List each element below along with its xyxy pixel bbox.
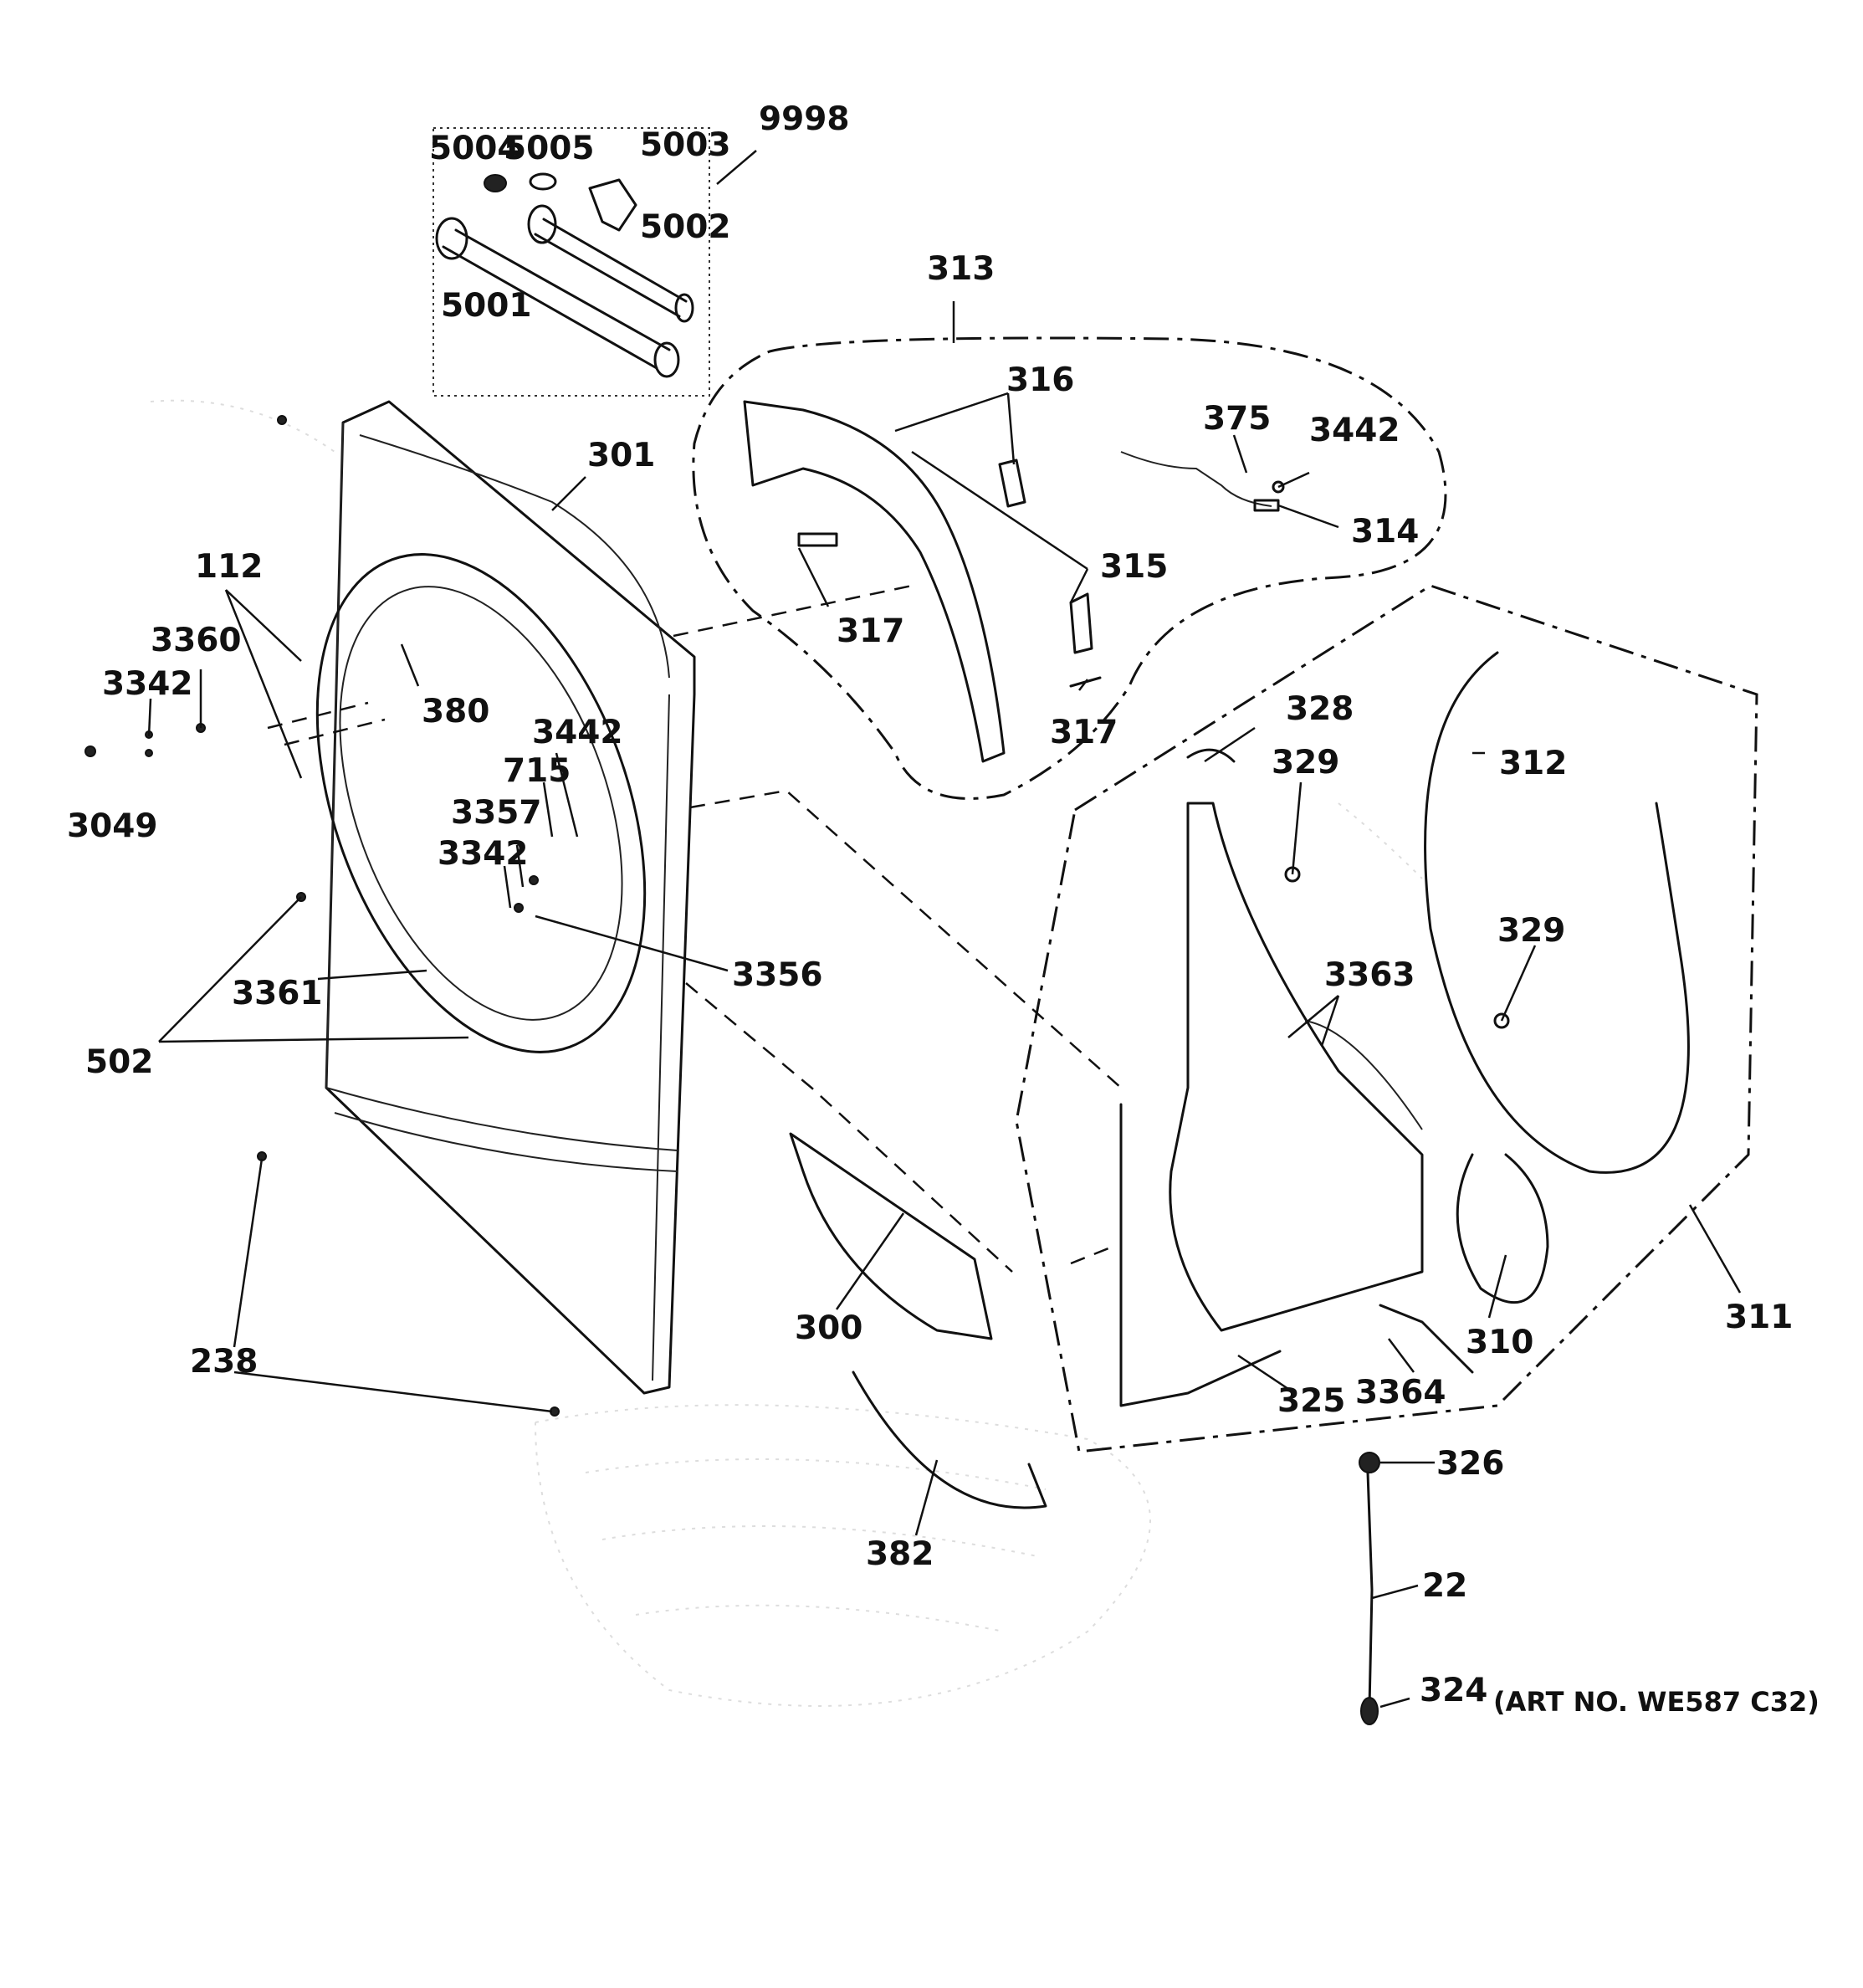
background-shading <box>150 399 1423 1707</box>
part-301-front-panel <box>325 400 696 1395</box>
label-5002: 5002 <box>640 208 731 246</box>
part-315-clip <box>1069 592 1093 654</box>
label-329-b: 329 <box>1497 912 1565 950</box>
label-3442-mid: 3442 <box>532 714 623 751</box>
part-325-base <box>1119 1103 1282 1407</box>
part-375-harness <box>1120 451 1272 507</box>
label-5005: 5005 <box>504 130 595 167</box>
label-5004: 5004 <box>429 130 520 167</box>
label-3360: 3360 <box>151 622 242 659</box>
callout-labels: 9998 5004 5005 5003 5002 5001 313 316 37… <box>67 100 1819 1718</box>
label-317-b: 317 <box>1050 714 1118 751</box>
part-5001-hose-end-2 <box>653 341 680 378</box>
label-375: 375 <box>1203 400 1271 438</box>
part-5002-hose <box>534 218 688 318</box>
label-715: 715 <box>503 752 571 790</box>
door-opening <box>315 553 647 1053</box>
label-326: 326 <box>1436 1445 1504 1483</box>
label-311: 311 <box>1725 1299 1793 1336</box>
label-3361: 3361 <box>232 975 323 1012</box>
label-301: 301 <box>587 437 655 474</box>
label-317-a: 317 <box>837 612 904 650</box>
label-310: 310 <box>1466 1324 1533 1361</box>
label-300: 300 <box>795 1309 862 1347</box>
part-22-wire <box>1366 1471 1374 1709</box>
part-329-screw-b <box>1493 1012 1510 1029</box>
label-3356: 3356 <box>732 956 823 994</box>
assembly-lines <box>267 584 1122 1273</box>
label-313: 313 <box>927 250 995 288</box>
label-315: 315 <box>1100 548 1168 586</box>
label-3342-left: 3342 <box>102 665 193 703</box>
label-312: 312 <box>1499 745 1567 782</box>
part-316-clip <box>998 459 1026 508</box>
lamp-assembly <box>1359 1452 1380 1725</box>
label-502: 502 <box>85 1043 153 1081</box>
part-5002-hose-end <box>527 204 557 244</box>
label-380: 380 <box>422 693 489 730</box>
part-326-socket <box>1359 1452 1380 1473</box>
duct-assembly-group <box>1015 584 1758 1453</box>
label-112: 112 <box>195 548 263 586</box>
label-325: 325 <box>1277 1382 1345 1420</box>
part-312-seal <box>1424 651 1690 1174</box>
part-315-duct <box>743 400 1006 763</box>
part-5005-washer <box>529 172 557 191</box>
front-bulkhead-group <box>692 336 1447 800</box>
front-panel-group <box>315 400 696 1395</box>
part-3442-screw <box>1272 480 1285 494</box>
label-3049: 3049 <box>67 807 158 845</box>
part-5002-hose-end-2 <box>674 293 694 323</box>
part-300-lint-filter <box>789 1132 993 1340</box>
label-328: 328 <box>1286 690 1354 728</box>
part-310-ring <box>1456 1153 1549 1304</box>
fasteners <box>84 415 560 1417</box>
part-3363-duct <box>1169 802 1424 1332</box>
art-number-note: (ART NO. WE587 C32) <box>1493 1686 1819 1718</box>
label-329-a: 329 <box>1272 744 1339 781</box>
label-238: 238 <box>190 1343 258 1381</box>
part-382-gasket <box>852 1371 1047 1509</box>
label-3342-mid: 3342 <box>438 835 529 873</box>
label-3363: 3363 <box>1324 956 1415 994</box>
label-5003: 5003 <box>640 126 731 164</box>
label-9998: 9998 <box>759 100 850 138</box>
label-316: 316 <box>1006 361 1074 399</box>
leader-lines <box>147 150 1742 1709</box>
label-5001: 5001 <box>441 287 532 325</box>
label-324: 324 <box>1420 1672 1487 1709</box>
hose-kit-box <box>432 127 710 397</box>
label-22: 22 <box>1422 1567 1467 1605</box>
part-5001-hose-end <box>435 217 468 260</box>
part-5001-hose <box>442 228 671 370</box>
group-313-outline <box>692 336 1447 800</box>
label-3357: 3357 <box>451 794 542 832</box>
part-5003-y-connector <box>588 178 637 232</box>
part-317-label <box>797 532 838 547</box>
part-5004-cap <box>484 174 507 192</box>
label-382: 382 <box>866 1535 934 1573</box>
label-3442-top: 3442 <box>1309 412 1400 449</box>
hose-kit-group <box>432 127 710 397</box>
part-3364-bracket <box>1379 1304 1474 1374</box>
group-311-outline <box>1015 584 1758 1453</box>
label-3364: 3364 <box>1355 1374 1446 1412</box>
label-314: 314 <box>1351 513 1419 551</box>
part-324-bulb <box>1360 1697 1379 1725</box>
part-328-clip <box>1186 748 1236 763</box>
